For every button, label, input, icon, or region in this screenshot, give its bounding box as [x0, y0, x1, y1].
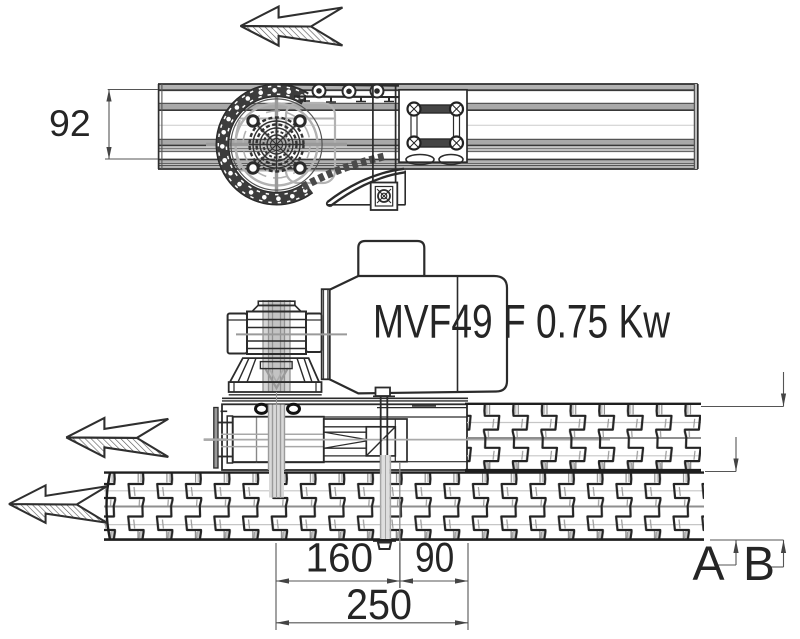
svg-text:92: 92: [49, 102, 91, 144]
svg-text:MVF49 F 0.75 Kw: MVF49 F 0.75 Kw: [373, 295, 670, 347]
svg-text:250: 250: [346, 581, 412, 629]
svg-text:160: 160: [306, 535, 374, 581]
svg-text:90: 90: [415, 535, 454, 581]
svg-text:B: B: [743, 538, 775, 591]
svg-text:A: A: [693, 538, 725, 591]
